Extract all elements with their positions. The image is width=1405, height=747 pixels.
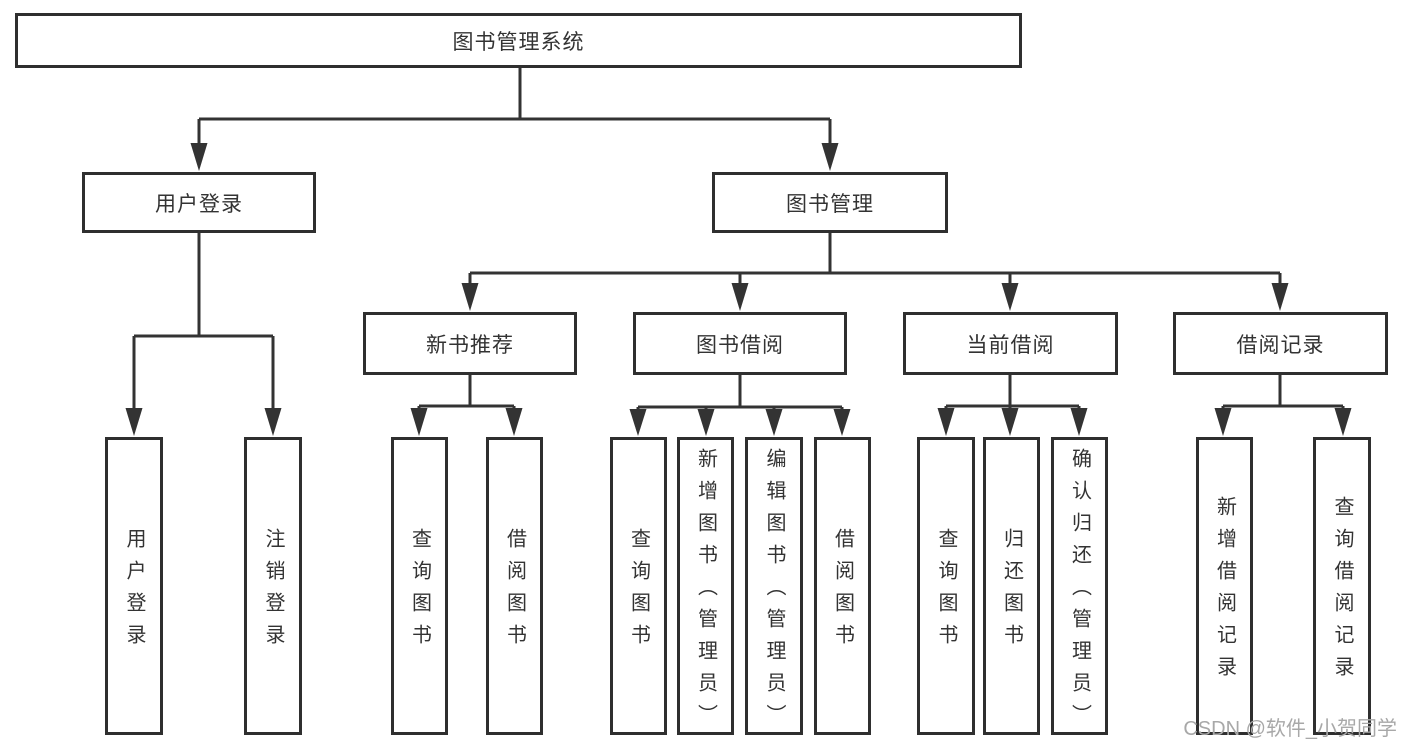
leaf-logout: 注销登录 bbox=[244, 437, 302, 735]
node-current-borrowing: 当前借阅 bbox=[903, 312, 1118, 375]
leaf-label: 确认归还（管理员） bbox=[1068, 448, 1091, 736]
leaf-label: 借阅图书 bbox=[503, 528, 526, 656]
leaf-label: 借阅图书 bbox=[831, 528, 854, 656]
leaf-borrow-books: 借阅图书 bbox=[814, 437, 871, 735]
leaf-query-books: 查询图书 bbox=[917, 437, 975, 735]
leaf-return-book: 归还图书 bbox=[983, 437, 1040, 735]
node-user-login-branch: 用户登录 bbox=[82, 172, 316, 233]
leaf-confirm-return-admin: 确认归还（管理员） bbox=[1051, 437, 1108, 736]
leaf-label: 查询图书 bbox=[627, 528, 650, 656]
leaf-label: 编辑图书（管理员） bbox=[763, 448, 785, 736]
leaf-add-book-admin: 新增图书（管理员） bbox=[677, 437, 734, 736]
leaf-edit-book-admin: 编辑图书（管理员） bbox=[745, 437, 803, 736]
leaf-add-borrow-record: 新增借阅记录 bbox=[1196, 437, 1253, 735]
leaf-label: 查询图书 bbox=[408, 528, 431, 656]
leaf-label: 注销登录 bbox=[262, 528, 284, 656]
node-label: 图书管理系统 bbox=[452, 30, 585, 54]
node-book-borrowing: 图书借阅 bbox=[633, 312, 847, 375]
node-root-system: 图书管理系统 bbox=[15, 13, 1022, 68]
leaf-label: 查询借阅记录 bbox=[1331, 496, 1353, 688]
leaf-borrow-books: 借阅图书 bbox=[486, 437, 543, 735]
node-label: 新书推荐 bbox=[426, 333, 514, 357]
node-label: 当前借阅 bbox=[966, 333, 1055, 357]
node-label: 用户登录 bbox=[155, 192, 243, 216]
node-book-management-branch: 图书管理 bbox=[712, 172, 948, 233]
leaf-user-login: 用户登录 bbox=[105, 437, 163, 735]
leaf-label: 用户登录 bbox=[123, 528, 145, 656]
leaf-label: 新增图书（管理员） bbox=[694, 448, 717, 736]
leaf-query-books: 查询图书 bbox=[391, 437, 448, 735]
leaf-label: 新增借阅记录 bbox=[1213, 496, 1236, 688]
node-borrowing-records: 借阅记录 bbox=[1173, 312, 1388, 375]
node-new-book-recommend: 新书推荐 bbox=[363, 312, 577, 375]
leaf-query-borrow-record: 查询借阅记录 bbox=[1313, 437, 1371, 735]
node-label: 图书管理 bbox=[786, 192, 874, 216]
node-label: 借阅记录 bbox=[1236, 333, 1325, 357]
leaf-label: 查询图书 bbox=[935, 528, 957, 656]
leaf-query-books: 查询图书 bbox=[610, 437, 667, 735]
csdn-watermark: CSDN @软件_小贺同学 bbox=[1183, 718, 1397, 740]
node-label: 图书借阅 bbox=[696, 333, 784, 357]
leaf-label: 归还图书 bbox=[1000, 528, 1023, 656]
